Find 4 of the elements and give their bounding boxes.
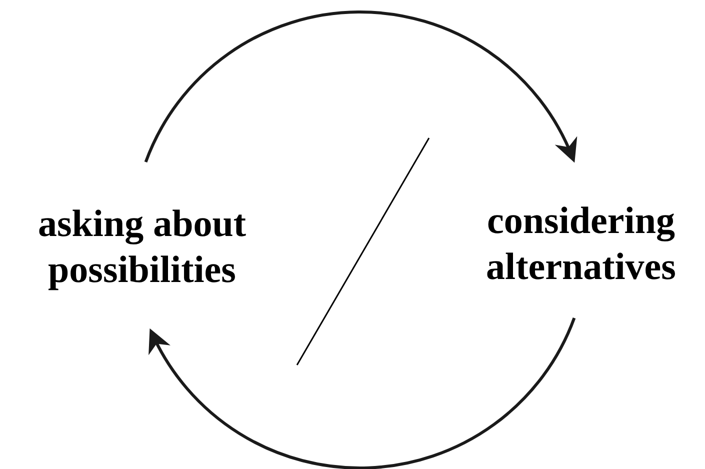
node-label: asking about possibilities [36, 202, 248, 292]
curved-arrow [150, 317, 576, 469]
node-label: considering alternatives [485, 199, 677, 290]
curved-arrow [144, 10, 576, 163]
